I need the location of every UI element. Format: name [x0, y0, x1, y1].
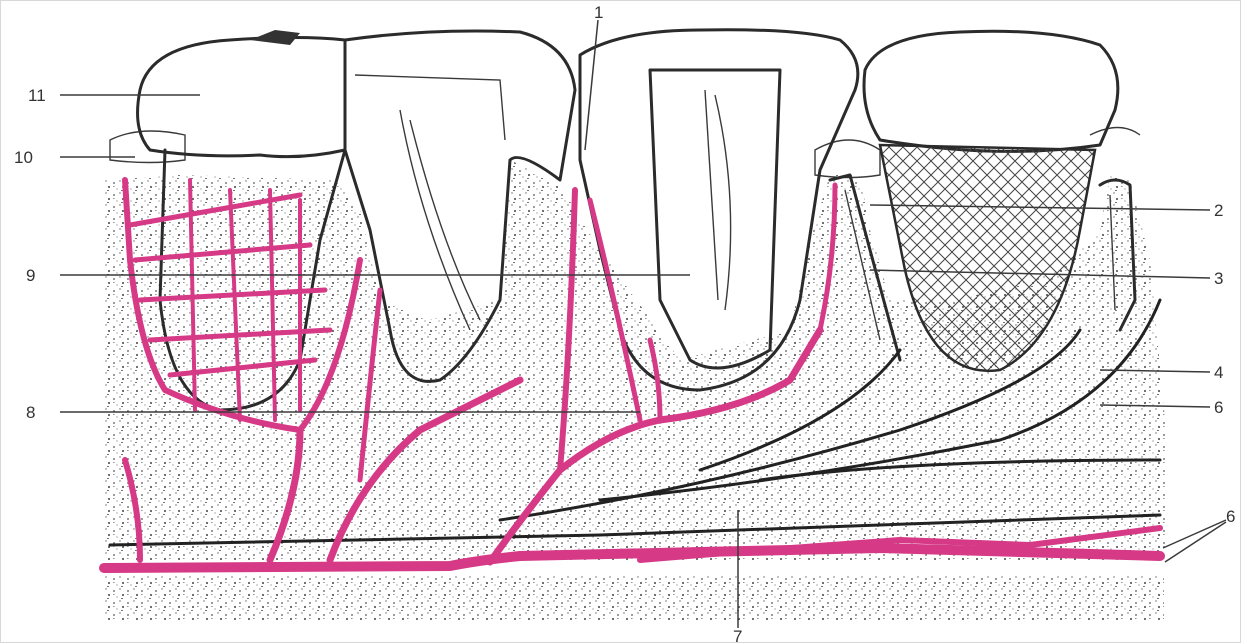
- label-8: 8: [26, 403, 35, 422]
- label-9: 9: [26, 266, 35, 285]
- label-2: 2: [1214, 201, 1223, 220]
- label-5: 6: [1226, 507, 1235, 526]
- label-3: 3: [1214, 269, 1223, 288]
- label-4: 4: [1214, 363, 1223, 382]
- label-7: 7: [733, 627, 742, 643]
- label-11: 11: [28, 86, 46, 105]
- label-1: 1: [594, 3, 603, 22]
- label-10: 10: [14, 148, 33, 167]
- label-6: 6: [1214, 398, 1223, 417]
